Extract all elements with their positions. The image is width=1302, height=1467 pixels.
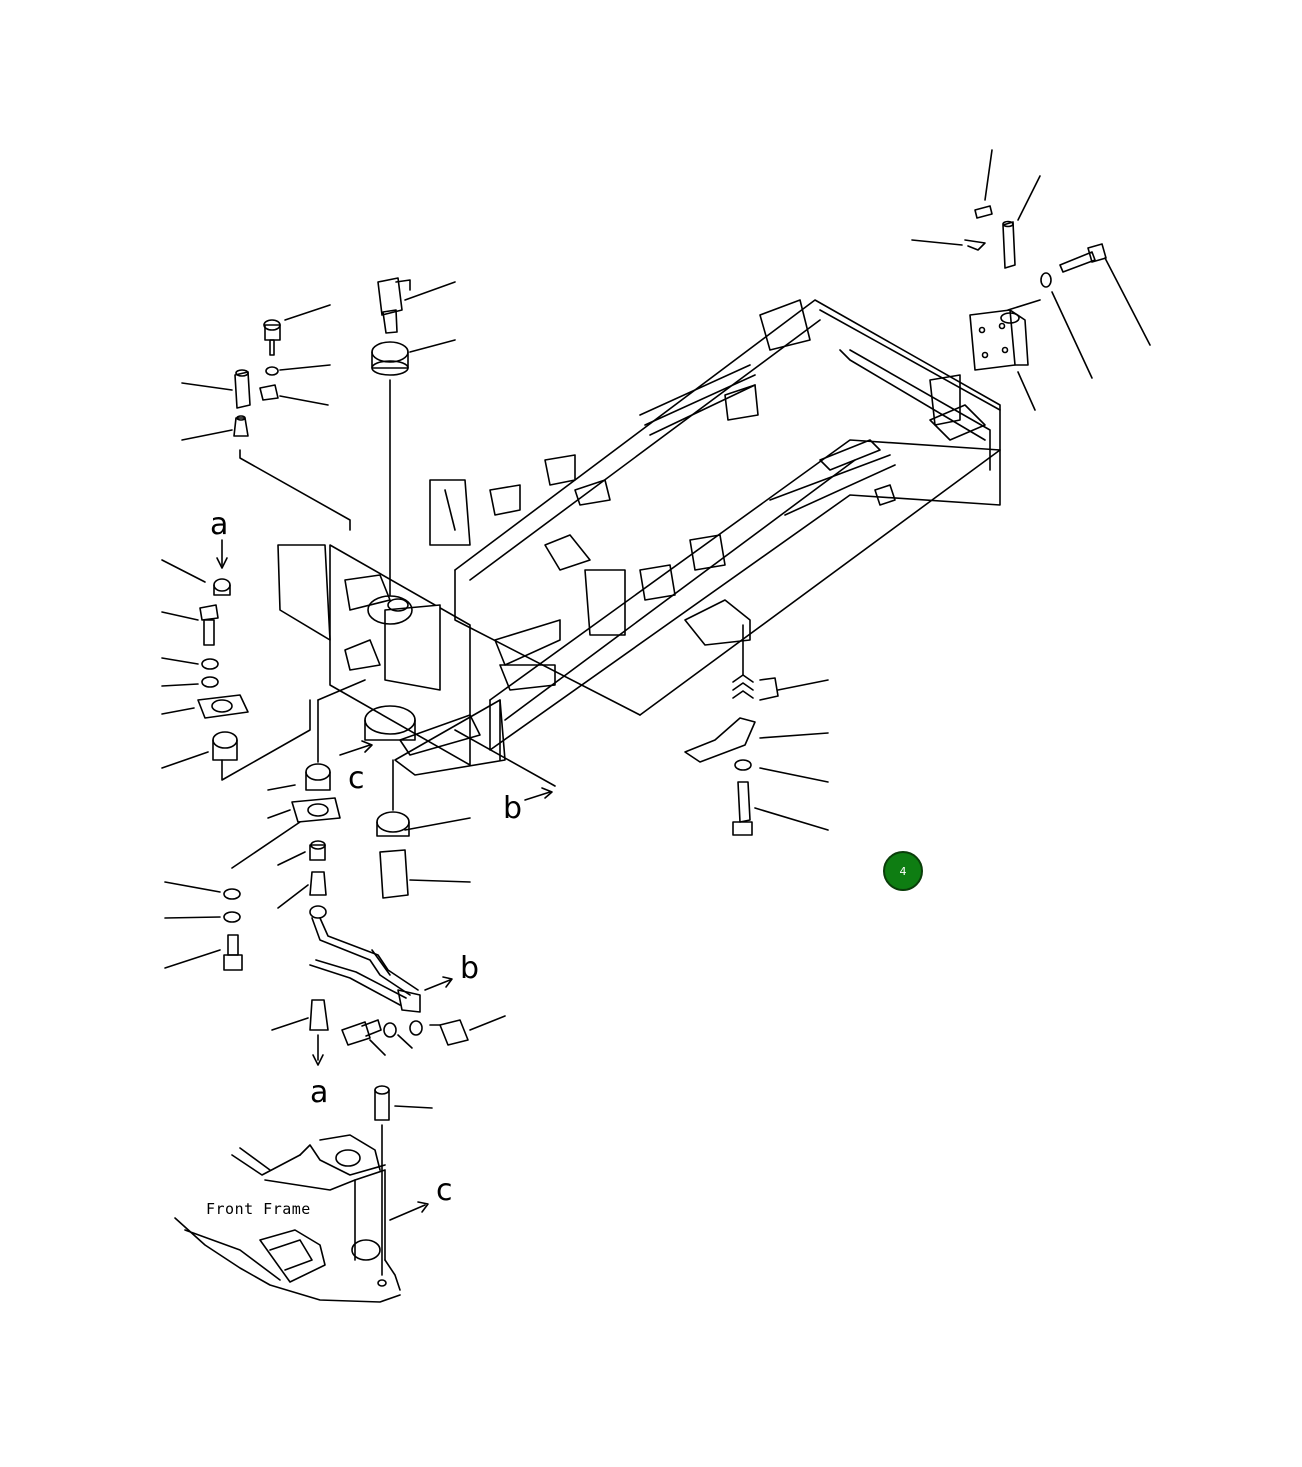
- callout-letters: a a b b c c Front Frame: [206, 507, 522, 1218]
- label-c-upper: c: [348, 761, 365, 796]
- hotspot-marker[interactable]: 4: [883, 851, 923, 891]
- label-c-lower: c: [436, 1173, 453, 1208]
- front-frame: [174, 1085, 433, 1303]
- lower-left-parts: [161, 539, 311, 781]
- label-b-lower: b: [460, 951, 479, 986]
- label-a-top: a: [210, 507, 228, 542]
- right-clamp-parts: [684, 624, 829, 836]
- lower-center-parts: [164, 679, 556, 1066]
- label-front-frame: Front Frame: [206, 1200, 311, 1218]
- label-b-upper: b: [503, 791, 522, 826]
- hotspot-circle[interactable]: [883, 851, 923, 891]
- hotspot-number: 4: [900, 865, 907, 878]
- upper-left-parts: [181, 277, 456, 596]
- label-a-bottom: a: [310, 1075, 328, 1110]
- hinge-assembly: [911, 149, 1151, 411]
- rear-frame: [277, 299, 1001, 776]
